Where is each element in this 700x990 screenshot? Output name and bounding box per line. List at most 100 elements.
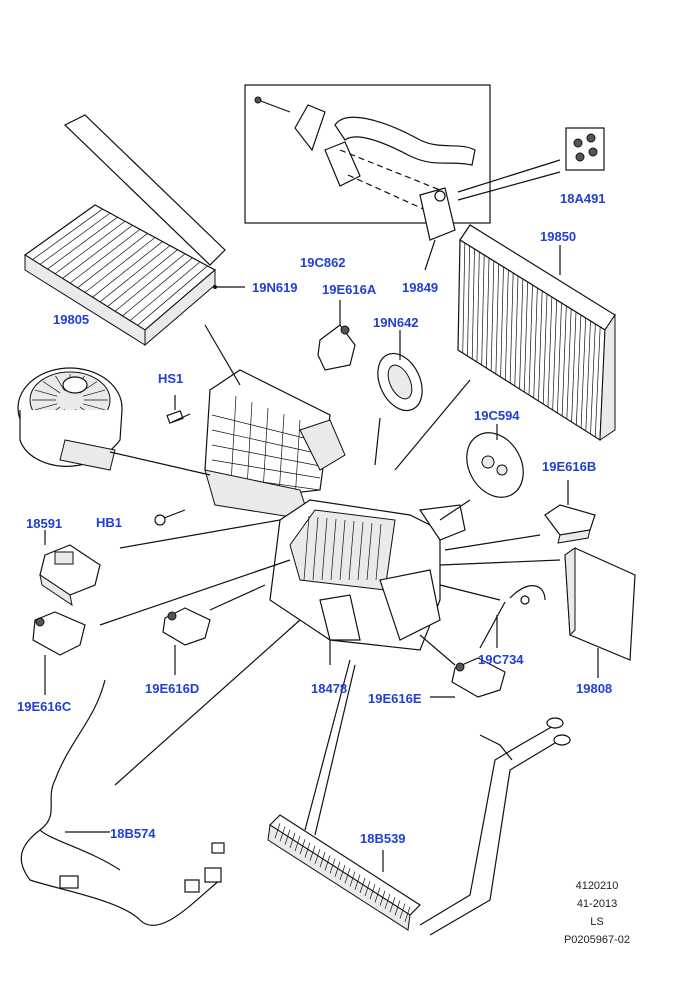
hatch-line <box>99 245 171 303</box>
hatch-line <box>348 520 355 581</box>
callout-19e616b[interactable]: 19E616B <box>542 459 597 474</box>
callout-18b539[interactable]: 18B539 <box>360 831 406 846</box>
hatch-line <box>542 293 548 405</box>
hatch-line <box>561 305 567 417</box>
hatch-line <box>294 835 301 852</box>
callout-19805[interactable]: 19805 <box>53 312 90 327</box>
hatch-line <box>329 858 336 874</box>
callout-19808[interactable]: 19808 <box>576 681 613 696</box>
hatch-line <box>374 887 381 903</box>
screw-hs1 <box>166 395 191 424</box>
blower-motor <box>17 367 123 471</box>
hatch-line <box>528 284 533 396</box>
leader-lines <box>99 324 561 836</box>
hatch-line <box>519 278 524 390</box>
hatch-line <box>344 868 351 884</box>
hatch-line <box>471 248 475 360</box>
hatch-line <box>312 516 319 581</box>
hatch-line <box>580 317 587 429</box>
hatch-line <box>42 381 61 394</box>
hatch-line <box>467 245 471 357</box>
hatch-line <box>289 832 296 848</box>
callout-18478[interactable]: 18478 <box>311 681 348 696</box>
hatch-line <box>319 852 326 868</box>
seal-kit <box>457 127 605 201</box>
hatch-line <box>82 389 106 397</box>
reference-line-3: LS <box>590 916 604 928</box>
hatch-line <box>262 407 269 493</box>
hatch-line <box>32 208 103 260</box>
screw-hb1 <box>154 509 186 526</box>
reference-line-2: 41-2013 <box>576 898 618 910</box>
hatch-line <box>486 257 490 369</box>
hatch-line <box>384 893 391 910</box>
hatch-line <box>303 515 310 581</box>
hatch-line <box>321 517 328 581</box>
callout-19e616a[interactable]: 19E616A <box>322 282 377 297</box>
callout-19e616d[interactable]: 19E616D <box>145 681 200 696</box>
hatch-line <box>552 299 558 411</box>
actuator-e <box>430 657 506 698</box>
hatch-line <box>324 855 331 871</box>
temperature-sensor <box>479 585 546 649</box>
hatch-line <box>34 389 58 397</box>
hatch-line <box>399 903 406 919</box>
hatch-line <box>284 829 291 845</box>
callout-hb1[interactable]: HB1 <box>96 515 123 530</box>
callout-18b574[interactable]: 18B574 <box>110 826 156 841</box>
callout-19n619[interactable]: 19N619 <box>252 280 298 295</box>
callout-19c862[interactable]: 19C862 <box>300 255 346 270</box>
heater-pipes <box>419 717 571 936</box>
hatch-line <box>533 287 538 399</box>
hatch-line <box>357 521 364 581</box>
hatch-line <box>375 523 382 581</box>
hatch-line <box>69 229 141 284</box>
callout-18a491[interactable]: 18A491 <box>560 191 606 206</box>
reference-line-1: 4120210 <box>575 880 619 892</box>
hatch-line <box>92 241 163 298</box>
actuator-b <box>544 480 596 544</box>
evaporator-core <box>457 224 616 442</box>
heater-core <box>267 814 421 931</box>
hatch-line <box>394 900 401 916</box>
callout-19849[interactable]: 19849 <box>402 280 439 295</box>
hatch-line <box>129 261 201 321</box>
hatch-line <box>523 281 529 393</box>
hatch-line <box>274 823 281 839</box>
hatch-line <box>514 275 519 387</box>
control-module <box>564 547 636 678</box>
callout-19c594[interactable]: 19C594 <box>474 408 520 423</box>
reference-line-4: P0205967-02 <box>563 934 631 946</box>
callout-19c734[interactable]: 19C734 <box>478 652 524 667</box>
callout-19850[interactable]: 19850 <box>540 229 577 244</box>
wiring-harness <box>20 679 225 927</box>
hatch-line <box>330 518 337 581</box>
callout-18591[interactable]: 18591 <box>26 516 63 531</box>
expansion-valve-inset <box>244 84 491 224</box>
hatch-line <box>566 308 572 420</box>
hatch-line <box>369 884 376 900</box>
hatch-line <box>55 375 65 391</box>
hatch-line <box>211 444 321 467</box>
expansion-valve <box>419 187 456 271</box>
hatch-line <box>54 220 126 275</box>
hatch-line <box>278 413 285 497</box>
hatch-line <box>495 263 500 375</box>
callout-19n642[interactable]: 19N642 <box>373 315 419 330</box>
hatch-line <box>84 237 156 293</box>
hatch-line <box>366 522 373 581</box>
hatch-line <box>354 874 361 890</box>
hatch-line <box>82 403 106 411</box>
callout-19e616e[interactable]: 19E616E <box>368 691 422 706</box>
gasket-19n642 <box>377 330 423 412</box>
hatch-line <box>114 253 186 312</box>
callout-hs1[interactable]: HS1 <box>158 371 184 386</box>
hatch-line <box>246 401 253 489</box>
hatch-line <box>339 864 346 881</box>
hatch-line <box>299 839 306 855</box>
callout-19e616c[interactable]: 19E616C <box>17 699 72 714</box>
hatch-line <box>122 257 193 317</box>
hatch-line <box>389 897 396 913</box>
hatch-line <box>137 265 208 326</box>
